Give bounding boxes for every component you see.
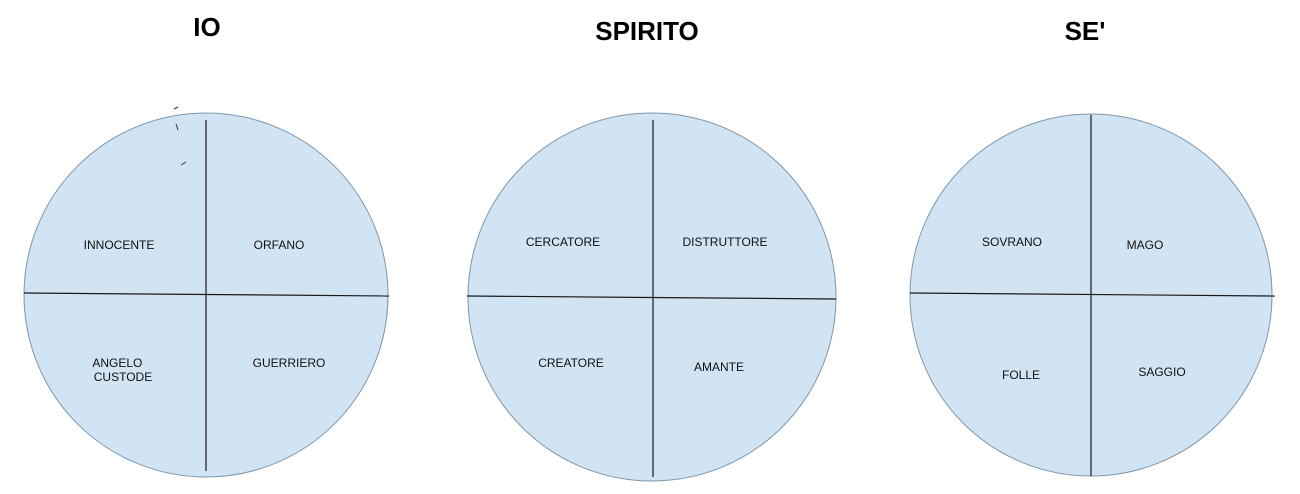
stray-mark — [180, 161, 187, 166]
quadrant-label-saggio: SAGGIO — [1138, 365, 1185, 379]
diagram-title-spirito: SPIRITO — [595, 16, 699, 46]
quadrant-label-angelo-custode: ANGELO CUSTODE — [92, 356, 152, 384]
quadrant-label-orfano: ORFANO — [254, 238, 305, 252]
stray-mark — [175, 123, 179, 131]
quadrant-label-distruttore: DISTRUTTORE — [682, 235, 767, 249]
quadrant-label-mago: MAGO — [1127, 238, 1164, 252]
circle-io-horizontal-divider — [23, 292, 390, 297]
circle-se-horizontal-divider — [909, 292, 1276, 297]
circle-spirito: CERCATORE DISTRUTTORE CREATORE AMANTE — [466, 112, 837, 482]
circle-se: SOVRANO MAGO FOLLE SAGGIO — [909, 113, 1276, 477]
quadrant-label-line: ANGELO — [92, 356, 142, 370]
quadrant-label-sovrano: SOVRANO — [982, 235, 1042, 249]
circle-spirito-horizontal-divider — [466, 295, 837, 300]
diagram-title-se: SE' — [1064, 16, 1106, 46]
quadrant-label-innocente: INNOCENTE — [84, 238, 155, 252]
quadrant-label-amante: AMANTE — [694, 360, 744, 374]
circle-io: INNOCENTE ORFANO ANGELO CUSTODE GUERRIER… — [23, 106, 390, 478]
quadrant-label-guerriero: GUERRIERO — [253, 356, 326, 370]
quadrant-label-creatore: CREATORE — [538, 356, 604, 370]
quadrant-label-line: CUSTODE — [94, 370, 152, 384]
diagram-title-io: IO — [193, 12, 221, 42]
quadrant-label-cercatore: CERCATORE — [526, 235, 600, 249]
stray-mark — [173, 106, 179, 110]
quadrant-label-folle: FOLLE — [1002, 368, 1040, 382]
